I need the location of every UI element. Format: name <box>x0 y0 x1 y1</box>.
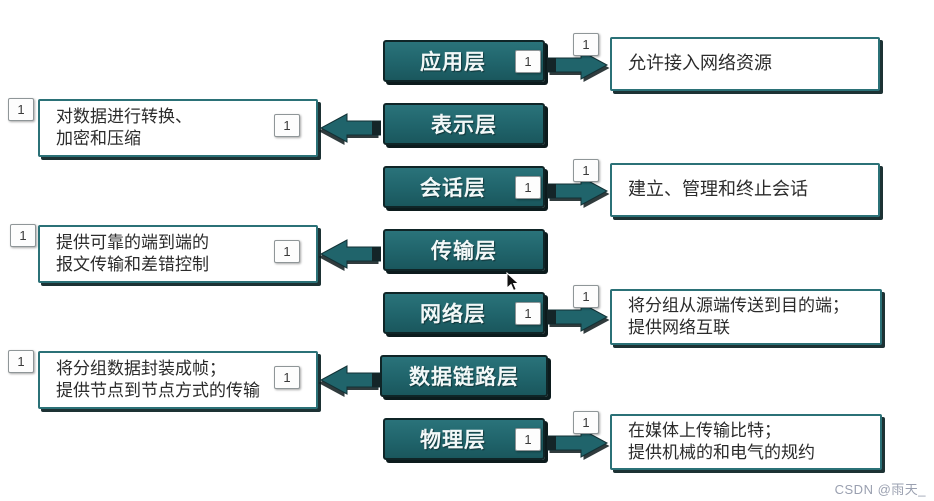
watermark-text: CSDN @雨天_ <box>834 482 926 497</box>
desc-text: 允许接入网络资源 <box>628 53 772 74</box>
layer-box-transport: 传输层 <box>383 229 545 271</box>
layer-box-presentation: 表示层 <box>383 103 545 145</box>
arrow-left-icon-datalink <box>318 365 381 397</box>
desc-box-transport: 提供可靠的端到端的 报文传输和差错控制 <box>38 225 318 283</box>
badge-network-layer: 1 <box>515 302 541 325</box>
arrow-left-icon-presentation <box>318 113 381 145</box>
desc-box-session: 建立、管理和终止会话 <box>610 163 880 217</box>
desc-box-application: 允许接入网络资源 <box>610 37 880 91</box>
desc-box-presentation: 对数据进行转换、 加密和压缩 <box>38 99 318 157</box>
badge-presentation-inner: 1 <box>274 114 300 137</box>
badge-datalink-outer: 1 <box>8 350 34 373</box>
badge-transport-outer: 1 <box>10 224 36 247</box>
arrow-right-icon-session <box>547 176 610 208</box>
layer-box-physical: 物理层 <box>383 418 545 460</box>
desc-text: 将分组从源端传送到目的端； <box>628 295 849 315</box>
desc-text: 提供机械的和电气的规约 <box>628 443 815 462</box>
desc-text: 将分组数据封装成帧； <box>56 358 226 378</box>
layer-label-network: 网络层 <box>420 303 486 326</box>
badge-datalink-inner: 1 <box>274 366 300 389</box>
badge-session-arrow: 1 <box>573 159 599 182</box>
desc-box-datalink: 将分组数据封装成帧； 提供节点到节点方式的传输 <box>38 351 318 409</box>
arrow-right-icon-physical <box>547 428 610 460</box>
badge-physical-arrow: 1 <box>573 411 599 434</box>
badge-network-arrow: 1 <box>573 285 599 308</box>
badge-application-arrow: 1 <box>573 33 599 56</box>
badge-application-layer: 1 <box>515 50 541 73</box>
badge-presentation-outer: 1 <box>8 98 34 121</box>
desc-text: 提供网络互联 <box>628 318 730 337</box>
desc-text: 提供节点到节点方式的传输 <box>56 381 260 400</box>
desc-text: 对数据进行转换、 <box>56 106 192 126</box>
desc-text: 在媒体上传输比特； <box>628 420 781 440</box>
layer-label-transport: 传输层 <box>431 240 497 263</box>
desc-box-physical: 在媒体上传输比特； 提供机械的和电气的规约 <box>610 414 882 470</box>
layer-box-datalink: 数据链路层 <box>380 355 548 397</box>
arrow-right-icon-application <box>547 50 610 82</box>
layer-label-datalink: 数据链路层 <box>409 366 519 389</box>
mouse-cursor-icon <box>506 272 520 292</box>
arrow-left-icon-transport <box>318 239 381 271</box>
badge-physical-layer: 1 <box>515 428 541 451</box>
desc-text: 报文传输和差错控制 <box>56 255 209 274</box>
arrow-right-icon-network <box>547 302 610 334</box>
layer-label-presentation: 表示层 <box>431 114 497 137</box>
desc-box-network: 将分组从源端传送到目的端； 提供网络互联 <box>610 289 882 345</box>
desc-text: 建立、管理和终止会话 <box>628 179 808 200</box>
badge-session-layer: 1 <box>515 176 541 199</box>
layer-label-session: 会话层 <box>420 177 486 200</box>
badge-transport-inner: 1 <box>274 240 300 263</box>
layer-label-application: 应用层 <box>420 51 486 74</box>
layer-label-physical: 物理层 <box>420 429 486 452</box>
desc-text: 提供可靠的端到端的 <box>56 232 209 252</box>
desc-text: 加密和压缩 <box>56 129 141 148</box>
